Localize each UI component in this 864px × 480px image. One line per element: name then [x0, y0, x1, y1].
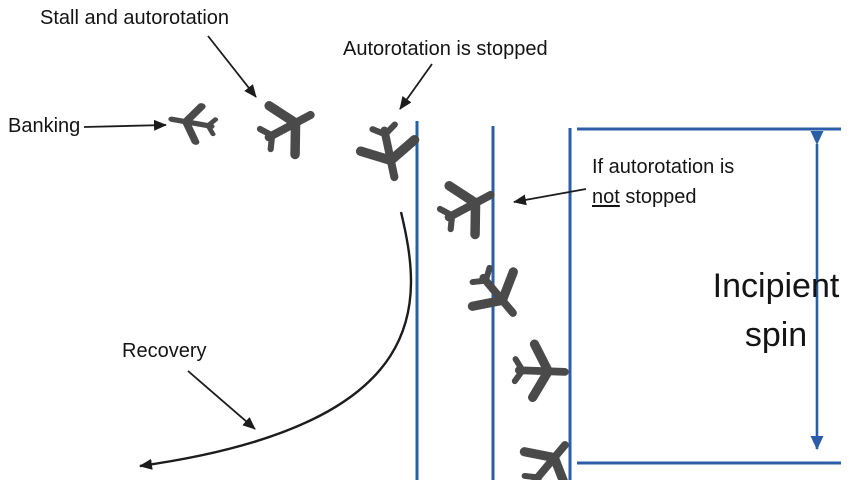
airplane-icon-spin-4: [513, 428, 586, 480]
annotation-arrows: [83, 35, 587, 470]
recovery-arrow-icon: [187, 370, 256, 430]
airplanes: [169, 91, 586, 480]
label-banking: Banking: [8, 115, 81, 137]
airplane-icon-banking: [169, 102, 218, 145]
stall-arrow-icon: [207, 35, 257, 98]
label-autorotation-stopped: Autorotation is stopped: [343, 38, 548, 60]
airplane-icon-stall: [252, 91, 323, 164]
label-not-underlined: not: [592, 186, 620, 208]
label-recovery: Recovery: [122, 340, 207, 362]
recovery-path-curve: [139, 211, 413, 470]
label-stall-and-autorotation: Stall and autorotation: [40, 7, 230, 29]
airplane-icon-spin-3: [514, 343, 566, 398]
airplane-icon-autorotation-stopped: [357, 121, 422, 183]
label-incipient-spin: Incipient spin: [692, 262, 860, 361]
label-stopped-rest: stopped: [619, 186, 697, 208]
airplane-icon-spin-2: [461, 258, 534, 330]
label-if-autorotation-line2: not stopped: [592, 182, 734, 212]
label-incipient-line1: Incipient: [712, 267, 840, 305]
not-stopped-arrow-icon: [513, 188, 587, 206]
autorotation-stopped-arrow-icon: [399, 63, 433, 110]
label-incipient-line2: spin: [744, 316, 808, 355]
banking-arrow-icon: [83, 119, 167, 131]
spin-axis-lines: [415, 121, 841, 480]
label-if-autorotation-not-stopped: If autorotation is not stopped: [592, 152, 734, 212]
label-if-autorotation-line1: If autorotation is: [592, 156, 735, 178]
